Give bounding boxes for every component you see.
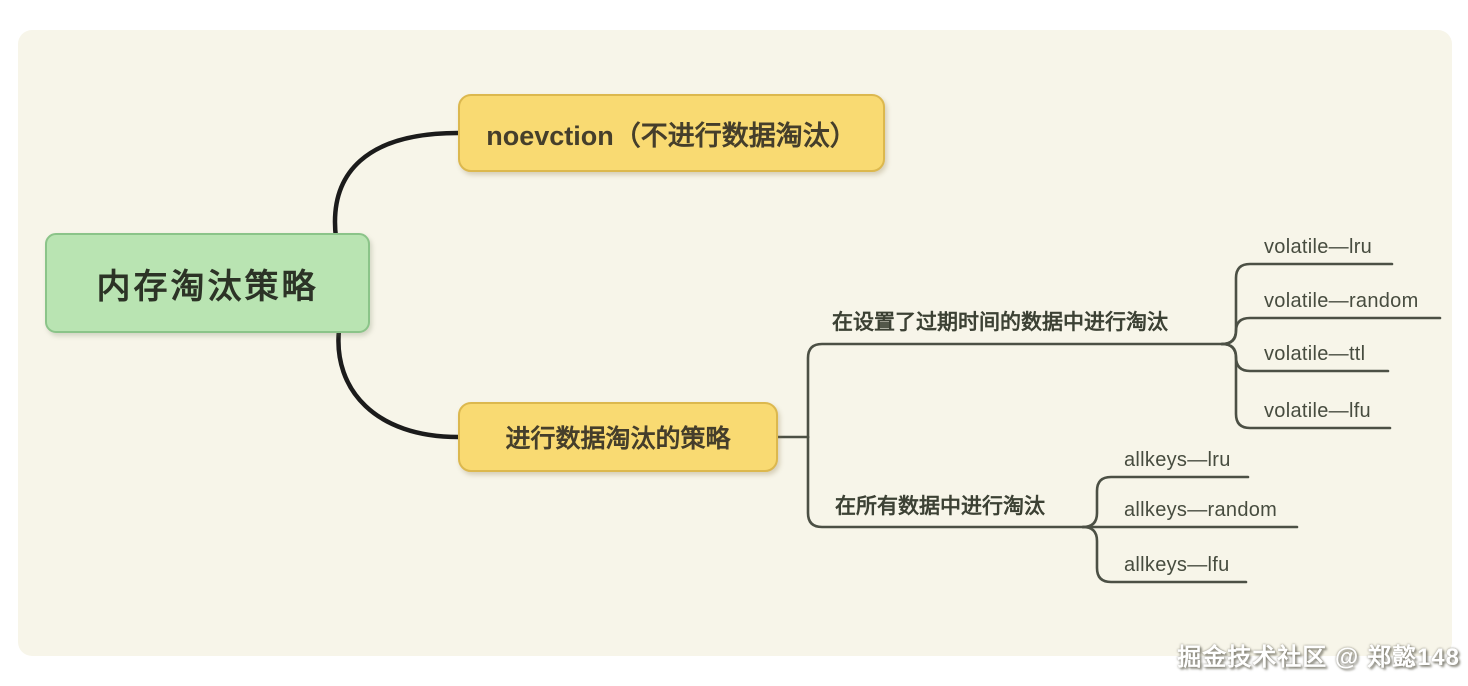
node-volatile-random[interactable]: volatile—random (1264, 288, 1419, 314)
node-allkeys-lru[interactable]: allkeys—lru (1124, 447, 1231, 473)
root-branch-curves (332, 130, 461, 440)
node-allkeys-random[interactable]: allkeys—random (1124, 497, 1277, 523)
node-allkeys-lfu[interactable]: allkeys—lfu (1124, 552, 1230, 578)
node-expired-data-scope[interactable]: 在设置了过期时间的数据中进行淘汰 (832, 309, 1168, 337)
node-volatile-random-label: volatile—random (1264, 290, 1419, 312)
node-root-memory-eviction-policy[interactable]: 内存淘汰策略 (45, 233, 370, 333)
node-all-data-scope[interactable]: 在所有数据中进行淘汰 (835, 493, 1045, 521)
node-noeviction-label: noevction（不进行数据淘汰） (486, 120, 857, 151)
subtree-brackets (776, 262, 1442, 584)
node-eviction-strategies[interactable]: 进行数据淘汰的策略 (458, 402, 778, 472)
node-volatile-lru-label: volatile—lru (1264, 236, 1373, 258)
node-root-label: 内存淘汰策略 (96, 267, 319, 306)
watermark: 掘金技术社区 @ 郑懿148 (1177, 644, 1460, 671)
node-eviction-strategies-label: 进行数据淘汰的策略 (505, 425, 731, 453)
node-expired-data-scope-label: 在设置了过期时间的数据中进行淘汰 (832, 311, 1168, 334)
node-allkeys-lru-label: allkeys—lru (1124, 449, 1231, 471)
node-volatile-lru[interactable]: volatile—lru (1264, 234, 1372, 260)
node-volatile-ttl[interactable]: volatile—ttl (1264, 341, 1365, 367)
node-allkeys-lfu-label: allkeys—lfu (1124, 554, 1230, 576)
node-allkeys-random-label: allkeys—random (1124, 499, 1278, 521)
node-noeviction[interactable]: noevction（不进行数据淘汰） (458, 94, 885, 172)
node-volatile-lfu-label: volatile—lfu (1264, 400, 1371, 422)
node-volatile-lfu[interactable]: volatile—lfu (1264, 398, 1371, 424)
node-all-data-scope-label: 在所有数据中进行淘汰 (835, 495, 1045, 518)
node-volatile-ttl-label: volatile—ttl (1264, 343, 1366, 365)
